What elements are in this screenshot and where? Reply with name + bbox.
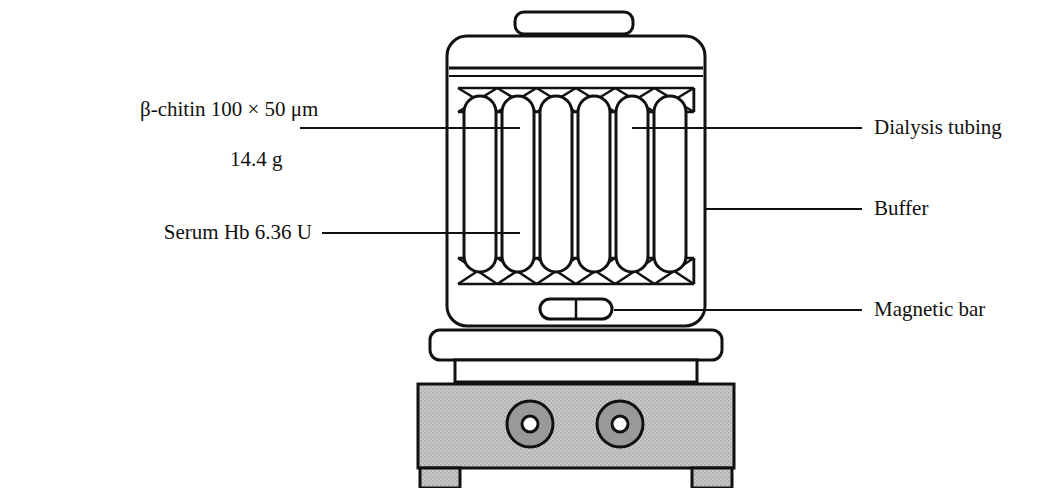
stirrer-body: [418, 384, 734, 468]
leader-line: [632, 127, 862, 129]
leader-line: [322, 232, 520, 234]
magnetic-bar-mark: [575, 299, 578, 319]
stirrer-knob: [507, 401, 553, 447]
part-label: 14.4 g: [230, 148, 283, 171]
leader-line: [300, 127, 520, 129]
part-label: β-chitin 100 × 50 μm: [140, 98, 318, 121]
stirrer-foot: [692, 468, 732, 488]
stirrer-knob-center: [612, 416, 628, 432]
part-label: Serum Hb 6.36 U: [164, 221, 312, 244]
dialysis-tubes: [464, 96, 686, 272]
dialysis-tube: [578, 96, 610, 272]
stirrer-foot: [420, 468, 460, 488]
dialysis-tube: [654, 96, 686, 272]
dialysis-tube: [540, 96, 572, 272]
part-label: Buffer: [874, 197, 928, 220]
dialysis-tube: [616, 96, 648, 272]
lid: [515, 12, 633, 34]
stirrer-knob: [597, 401, 643, 447]
dialysis-tube: [464, 96, 496, 272]
part-label: Dialysis tubing: [874, 116, 1002, 139]
liquid-level: [449, 75, 703, 77]
leader-line: [614, 309, 862, 311]
tube-holder: [458, 88, 694, 284]
leader-line: [705, 208, 862, 210]
vessel-rim: [449, 67, 703, 70]
vessel: [447, 36, 705, 326]
magnetic-bar: [540, 299, 612, 319]
dialysis-tube: [502, 96, 534, 272]
part-label: Magnetic bar: [874, 298, 985, 321]
magnetic-stirrer: [418, 330, 734, 488]
stirrer-knob-center: [522, 416, 538, 432]
stirrer-plate: [430, 330, 722, 360]
stirrer-neck: [455, 360, 697, 382]
leader-lines: [300, 128, 862, 310]
